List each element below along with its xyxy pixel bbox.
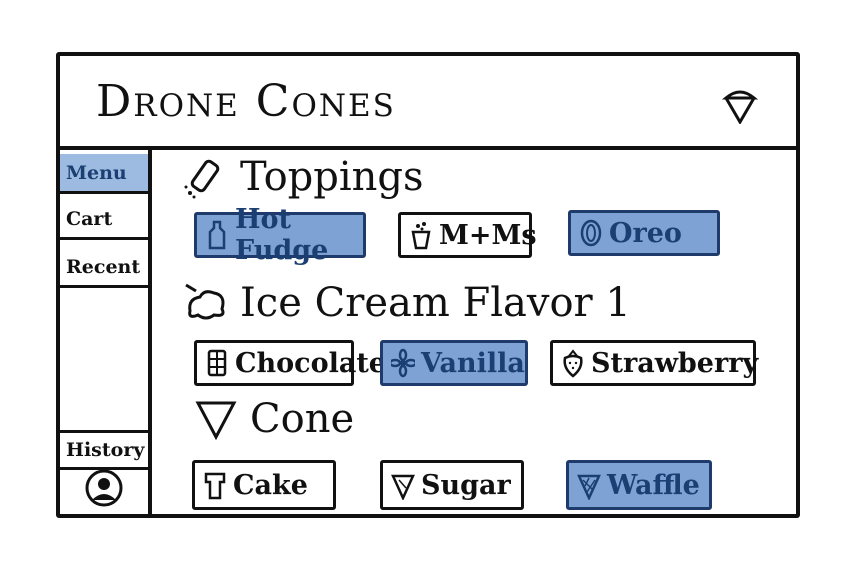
option-label: Chocolate bbox=[235, 347, 386, 379]
flavor-chocolate-button[interactable]: Chocolate bbox=[194, 340, 386, 386]
flavor-vanilla-button[interactable]: Vanilla bbox=[380, 340, 528, 386]
sidebar-item-label: History bbox=[66, 439, 145, 461]
ice-cream-cone-icon[interactable] bbox=[720, 84, 760, 124]
sidebar-item-label: Cart bbox=[66, 207, 113, 230]
cone-icon bbox=[195, 401, 237, 441]
ice-cream-scoop-icon bbox=[185, 283, 225, 320]
cake-cone-icon bbox=[204, 472, 226, 500]
topping-oreo-button[interactable]: Oreo bbox=[568, 210, 720, 256]
sugar-cone-icon bbox=[391, 474, 415, 500]
menu-content: Toppings Hot Fudge M+Ms Oreo Ice Cream F… bbox=[152, 150, 796, 514]
option-label: Sugar bbox=[421, 469, 511, 501]
sidebar-item-cart[interactable]: Cart bbox=[60, 200, 148, 240]
app-window: Drone Cones Menu Cart Recent History bbox=[56, 52, 800, 518]
sidebar-item-menu[interactable]: Menu bbox=[60, 154, 148, 194]
toppings-title: Toppings bbox=[240, 154, 424, 200]
shaker-icon bbox=[184, 159, 220, 199]
option-label: Oreo bbox=[609, 217, 682, 249]
flavor-section-header: Ice Cream Flavor 1 bbox=[182, 280, 631, 326]
app-title: Drone Cones bbox=[96, 76, 396, 127]
sidebar-item-recent[interactable]: Recent bbox=[60, 248, 148, 288]
sidebar-item-label: Recent bbox=[66, 255, 141, 278]
chocolate-bar-icon bbox=[207, 349, 227, 377]
flavor-strawberry-button[interactable]: Strawberry bbox=[550, 340, 759, 386]
option-label: Strawberry bbox=[591, 347, 759, 379]
cookie-icon bbox=[580, 219, 602, 247]
waffle-cone-icon bbox=[577, 474, 601, 500]
vanilla-flower-icon bbox=[391, 348, 415, 378]
option-label: Vanilla bbox=[421, 347, 525, 379]
option-label: Waffle bbox=[607, 469, 700, 501]
option-label: Cake bbox=[233, 469, 308, 501]
app-header: Drone Cones bbox=[60, 56, 796, 150]
bottle-icon bbox=[208, 220, 226, 250]
sidebar-nav: Menu Cart Recent History bbox=[60, 150, 152, 514]
sidebar-item-history[interactable]: History bbox=[60, 430, 148, 470]
candy-cup-icon bbox=[411, 222, 431, 250]
topping-hot-fudge-button[interactable]: Hot Fudge bbox=[194, 204, 366, 266]
user-avatar-icon[interactable] bbox=[84, 468, 124, 508]
cone-section-header: Cone bbox=[192, 396, 354, 442]
flavor-title: Ice Cream Flavor 1 bbox=[240, 280, 631, 326]
sidebar-item-label: Menu bbox=[66, 161, 127, 184]
strawberry-icon bbox=[563, 349, 583, 378]
cone-title: Cone bbox=[250, 396, 355, 442]
cone-sugar-button[interactable]: Sugar bbox=[380, 460, 524, 510]
cone-waffle-button[interactable]: Waffle bbox=[566, 460, 712, 510]
topping-mms-button[interactable]: M+Ms bbox=[398, 212, 537, 258]
cone-cake-button[interactable]: Cake bbox=[192, 460, 336, 510]
option-label: Hot Fudge bbox=[235, 204, 329, 266]
toppings-section-header: Toppings bbox=[182, 154, 424, 200]
option-label: M+Ms bbox=[439, 219, 537, 251]
